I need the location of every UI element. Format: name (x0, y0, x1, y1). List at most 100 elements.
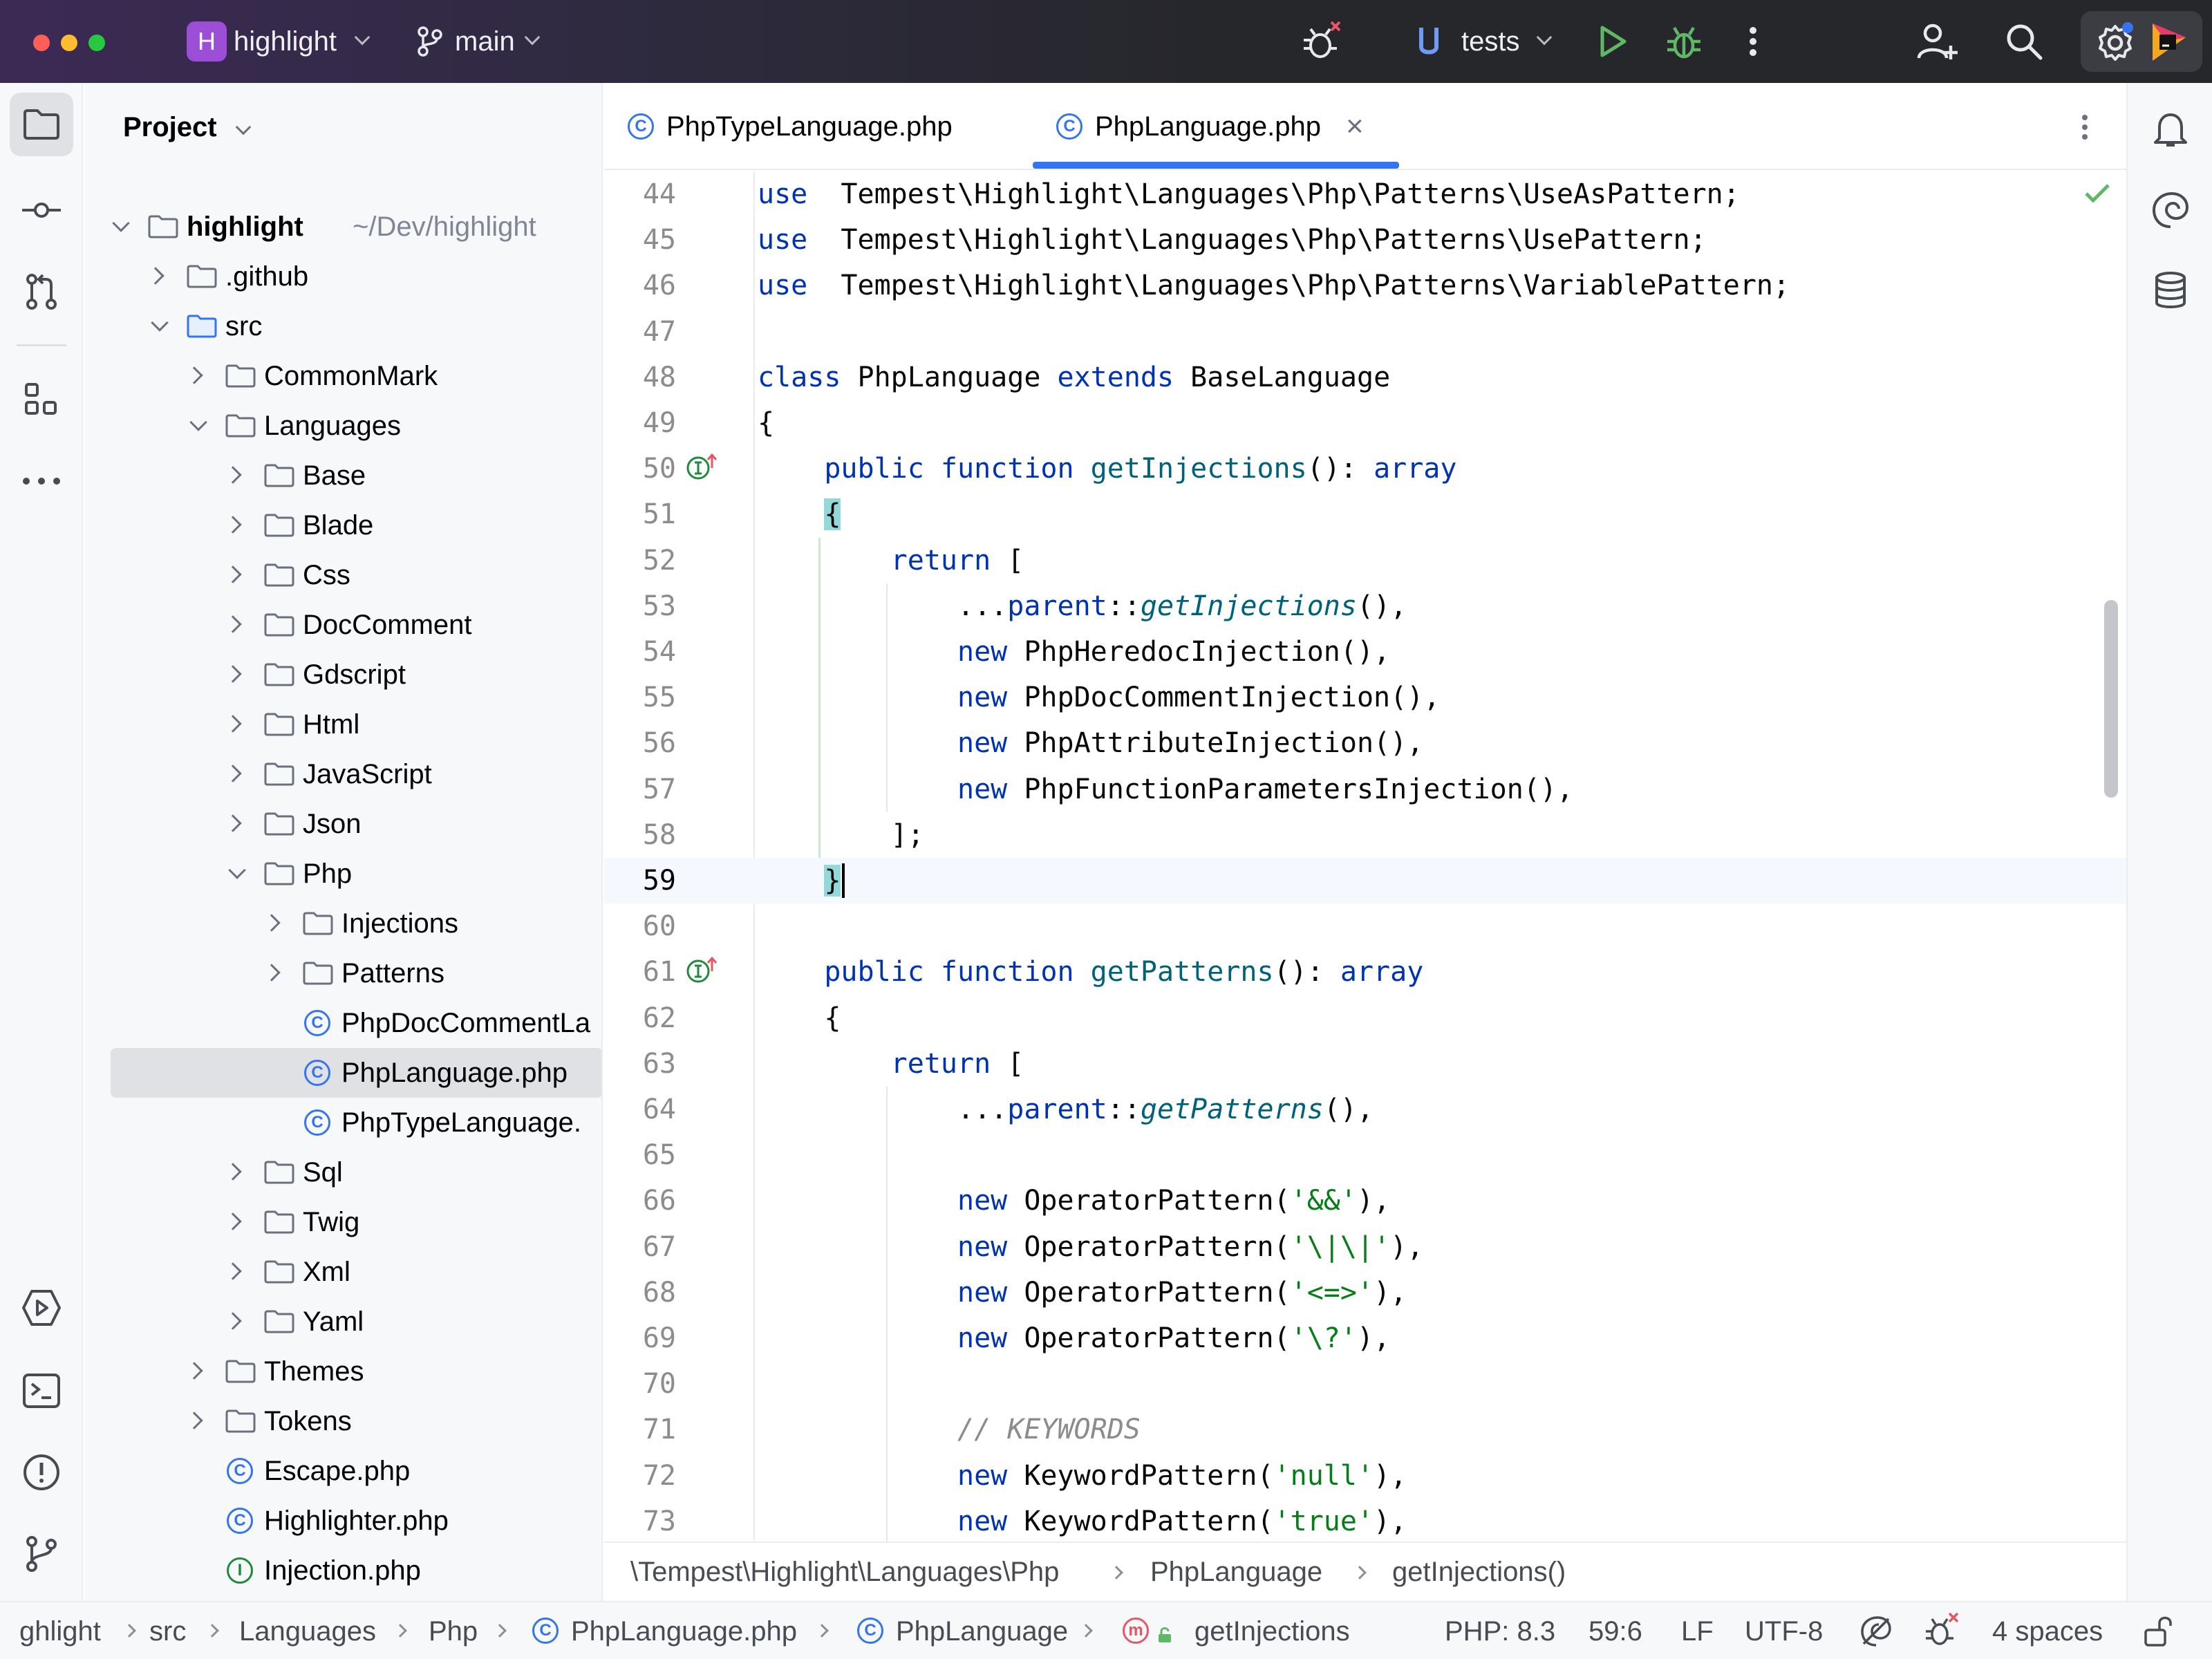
tree-item[interactable]: DocComment (84, 600, 601, 650)
chevron-right-icon[interactable] (224, 715, 242, 733)
chevron-right-icon[interactable] (263, 964, 281, 982)
code-with-me-icon[interactable] (1916, 21, 1959, 62)
chevron-right-icon[interactable] (224, 1212, 242, 1230)
indent-setting[interactable]: 4 spaces (1992, 1616, 2103, 1647)
tree-item[interactable]: Patterns (84, 948, 601, 998)
chevron-down-icon[interactable] (228, 861, 246, 879)
ai-completion-disabled-icon[interactable] (1859, 1615, 1893, 1648)
close-tab-icon[interactable]: × (1346, 109, 1364, 143)
debugger-disabled-icon[interactable] (1923, 1612, 1960, 1649)
tree-item[interactable]: Gdscript (84, 650, 601, 700)
status-path-src[interactable]: src (149, 1616, 187, 1647)
chevron-right-icon[interactable] (224, 565, 242, 583)
status-path-project[interactable]: ghlight (19, 1616, 101, 1647)
pull-requests-tool-button[interactable] (10, 260, 73, 324)
chevron-down-icon[interactable] (151, 314, 169, 332)
implements-method-gutter-icon[interactable] (686, 956, 718, 984)
status-path-method[interactable]: getInjections (1194, 1616, 1350, 1647)
chevron-right-icon[interactable] (185, 366, 203, 384)
minimize-window-button[interactable] (61, 35, 77, 51)
tab-actions-icon[interactable] (2081, 113, 2089, 141)
unlock-icon[interactable] (2143, 1615, 2175, 1648)
tree-item[interactable]: .github (84, 252, 601, 301)
tree-item[interactable]: Themes (84, 1347, 601, 1396)
database-button[interactable] (2139, 259, 2202, 322)
chevron-right-icon[interactable] (147, 267, 165, 285)
structure-tool-button[interactable] (10, 368, 73, 431)
chevron-right-icon[interactable] (185, 1362, 203, 1380)
terminal-tool-button[interactable] (10, 1359, 73, 1423)
more-tool-windows-button[interactable] (10, 449, 73, 513)
tree-item[interactable]: src (84, 301, 601, 351)
status-path-class[interactable]: PhpLanguage (896, 1616, 1069, 1647)
tree-item[interactable]: CommonMark (84, 351, 601, 401)
status-path-file[interactable]: PhpLanguage.php (571, 1616, 797, 1647)
more-actions-icon[interactable] (1747, 25, 1759, 58)
tree-item[interactable]: Twig (84, 1197, 601, 1247)
debug-disabled-icon[interactable] (1300, 19, 1344, 64)
tree-item[interactable]: Html (84, 700, 601, 749)
search-icon[interactable] (2005, 22, 2043, 61)
chevron-right-icon[interactable] (224, 1312, 242, 1330)
notifications-button[interactable] (2139, 98, 2202, 162)
run-icon[interactable] (1597, 25, 1629, 58)
settings-and-updates-button[interactable] (2081, 11, 2202, 72)
tree-item[interactable]: Css (84, 550, 601, 600)
chevron-right-icon[interactable] (263, 914, 281, 932)
chevron-right-icon[interactable] (224, 665, 242, 683)
tree-item[interactable]: TIsInjection.php (84, 1595, 601, 1601)
services-tool-button[interactable] (10, 1276, 73, 1340)
chevron-right-icon[interactable] (224, 516, 242, 534)
tree-item[interactable]: Base (84, 451, 601, 500)
file-encoding[interactable]: UTF-8 (1745, 1616, 1824, 1647)
tree-item[interactable]: JavaScript (84, 749, 601, 799)
chevron-right-icon[interactable] (224, 1163, 242, 1181)
tree-item[interactable]: Yaml (84, 1297, 601, 1347)
maximize-window-button[interactable] (88, 35, 105, 51)
implements-method-gutter-icon[interactable] (686, 453, 718, 480)
chevron-down-icon[interactable] (189, 413, 207, 431)
no-problems-check-icon[interactable] (2083, 182, 2111, 205)
chevron-right-icon[interactable] (224, 466, 242, 484)
tree-item[interactable]: Blade (84, 500, 601, 550)
tree-item[interactable]: Xml (84, 1247, 601, 1297)
php-language-level[interactable]: PHP: 8.3 (1445, 1616, 1556, 1647)
chevron-right-icon[interactable] (185, 1412, 203, 1430)
caret-position[interactable]: 59:6 (1588, 1616, 1642, 1647)
ai-assistant-button[interactable] (2139, 178, 2202, 242)
status-path-php[interactable]: Php (429, 1616, 478, 1647)
commit-tool-button[interactable] (10, 178, 73, 242)
tree-item[interactable]: highlight~/Dev/highlight (84, 202, 601, 252)
project-tool-button[interactable] (10, 93, 73, 156)
vertical-scrollbar-thumb[interactable] (2104, 600, 2118, 798)
problems-tool-button[interactable] (10, 1441, 73, 1504)
breadcrumb-method[interactable]: getInjections() (1392, 1556, 1566, 1587)
tree-item[interactable]: Php (84, 849, 601, 899)
line-separator[interactable]: LF (1681, 1616, 1714, 1647)
close-window-button[interactable] (33, 35, 50, 51)
breadcrumb-class[interactable]: PhpLanguage (1150, 1556, 1323, 1587)
tree-item[interactable]: Tokens (84, 1396, 601, 1446)
breadcrumb-namespace[interactable]: \Tempest\Highlight\Languages\Php (630, 1556, 1060, 1587)
tab-phplanguage[interactable]: C PhpLanguage.php × (1056, 83, 1364, 170)
chevron-down-icon[interactable] (112, 214, 130, 232)
git-tool-button[interactable] (10, 1522, 73, 1586)
tab-phptypelanguage[interactable]: C PhpTypeLanguage.php (628, 83, 953, 170)
tree-item[interactable]: Languages (84, 401, 601, 451)
debug-icon[interactable] (1665, 24, 1703, 61)
chevron-right-icon[interactable] (224, 615, 242, 633)
chevron-right-icon[interactable] (224, 814, 242, 832)
chevron-right-icon[interactable] (224, 765, 242, 782)
tree-item[interactable]: Json (84, 799, 601, 849)
chevron-right-icon[interactable] (224, 1262, 242, 1280)
status-path-languages[interactable]: Languages (239, 1616, 376, 1647)
tree-item[interactable]: Sql (84, 1147, 601, 1197)
tree-item[interactable]: Injections (84, 899, 601, 948)
